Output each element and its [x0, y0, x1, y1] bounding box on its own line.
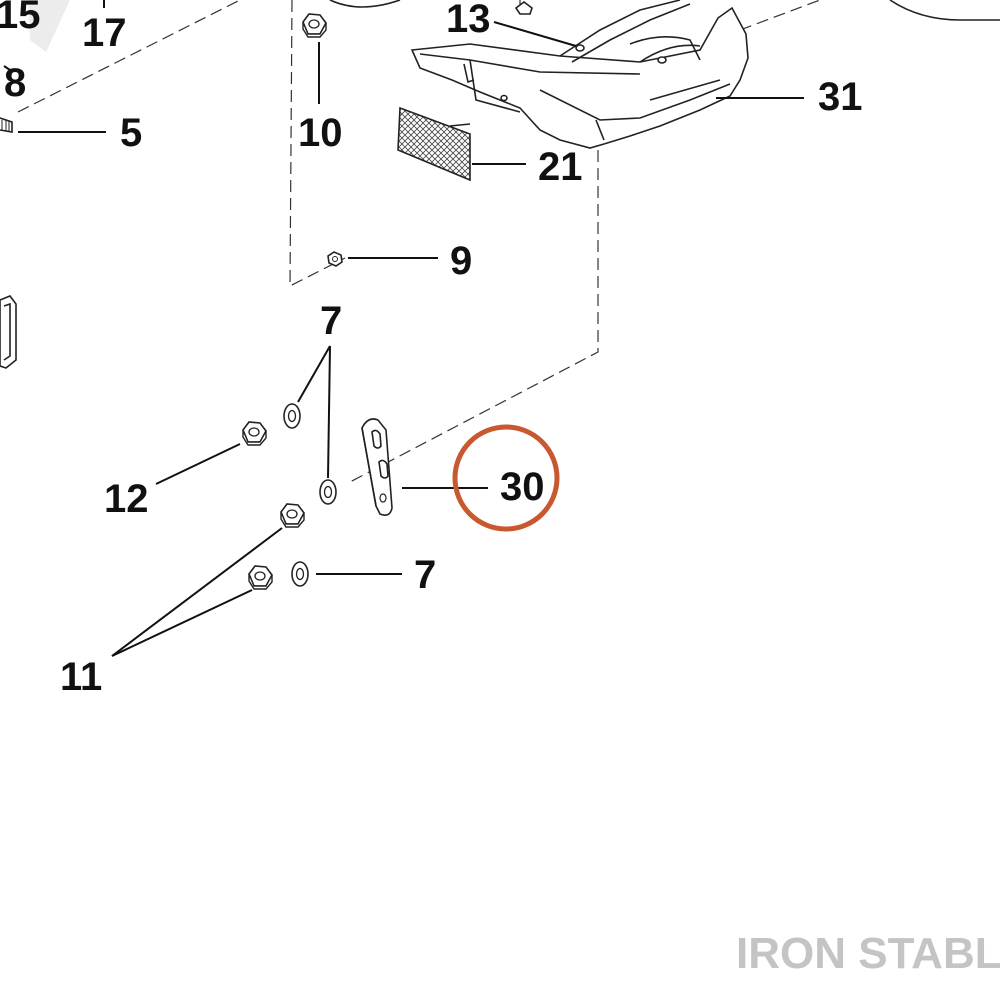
callout-12: 12 [104, 477, 149, 521]
callout-9: 9 [450, 239, 472, 283]
callout-30: 30 [500, 465, 545, 509]
part-7-washer-lower [291, 561, 309, 587]
part-12-nut [242, 421, 267, 446]
callout-10: 10 [298, 111, 343, 155]
part-7-washer-middle [319, 479, 337, 505]
part-9-nut [327, 251, 343, 267]
part-30-link-plate [361, 418, 393, 516]
top-right-part [889, 0, 1000, 21]
part-21-reflector [397, 106, 471, 182]
part-11-nut-upper [280, 503, 305, 528]
part-31-seat-pan [410, 0, 749, 149]
callout-17: 17 [82, 11, 127, 55]
part-13-bolt [514, 1, 533, 15]
part-7-washer-upper [283, 403, 301, 429]
highlight-circle [452, 424, 560, 532]
left-bracket-part [0, 295, 17, 369]
watermark: IRON STABLE [736, 929, 1000, 978]
callout-13: 13 [446, 0, 491, 41]
part-5-stud [0, 117, 13, 133]
callout-31: 31 [818, 75, 863, 119]
callout-8: 8 [4, 61, 26, 105]
leader-lines [3, 0, 804, 657]
part-10-nut [302, 13, 327, 38]
background-shape [28, 0, 70, 52]
callout-7-bottom: 7 [414, 553, 436, 597]
callout-11: 11 [60, 655, 102, 699]
top-curve-part [329, 0, 401, 8]
part-11-nut-lower [248, 565, 273, 590]
callout-21: 21 [538, 145, 583, 189]
callout-7-top: 7 [320, 299, 342, 343]
callout-15: 15 [0, 0, 41, 37]
callout-5: 5 [120, 111, 142, 155]
